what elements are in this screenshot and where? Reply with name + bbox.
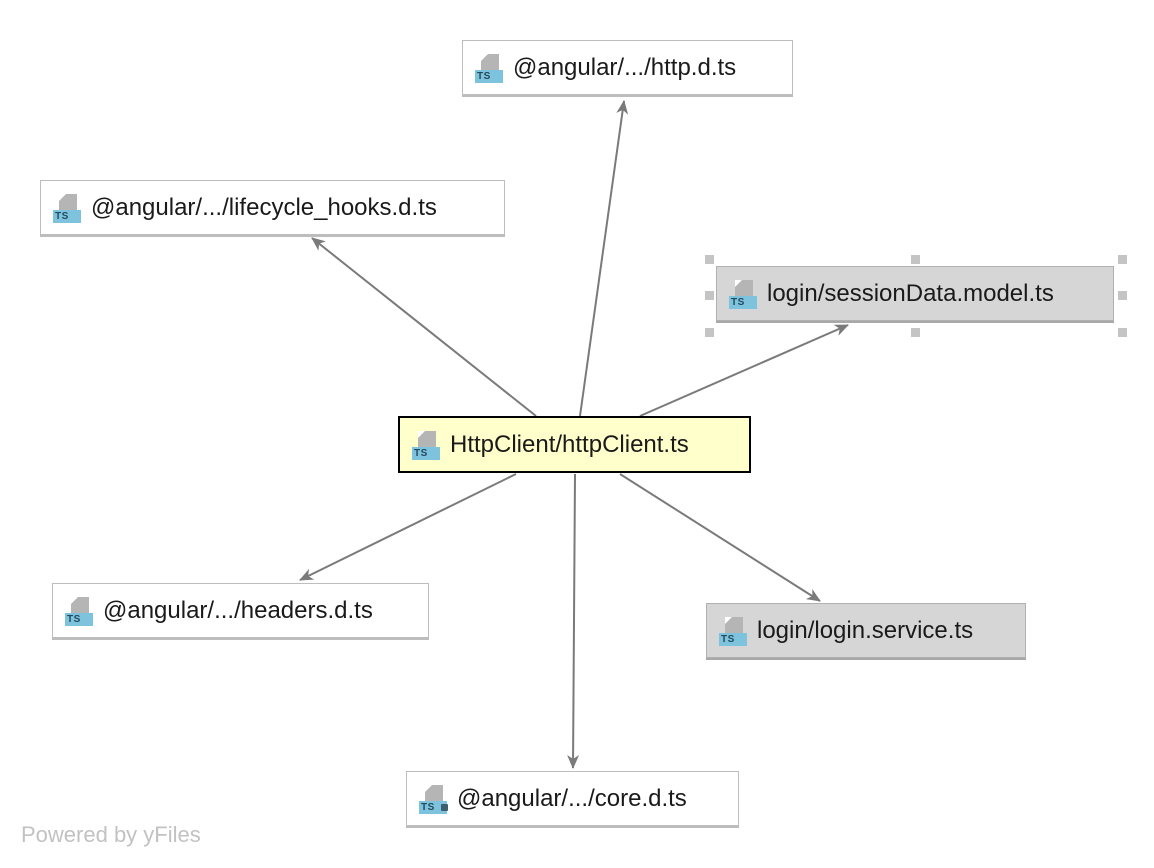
- node-lifecycle-hooks-d-ts[interactable]: TS @angular/.../lifecycle_hooks.d.ts: [40, 180, 505, 235]
- edge-client-to-headers: [299, 473, 517, 581]
- typescript-file-icon: TS: [475, 52, 505, 84]
- node-label: @angular/.../headers.d.ts: [103, 596, 373, 624]
- selection-handle[interactable]: [911, 255, 920, 264]
- node-label: HttpClient/httpClient.ts: [450, 430, 689, 458]
- typescript-file-icon: TS: [65, 595, 95, 627]
- edge-client-to-lifecycle: [311, 237, 537, 417]
- node-session-data-model-ts[interactable]: TS login/sessionData.model.ts: [716, 266, 1114, 321]
- node-label: @angular/.../lifecycle_hooks.d.ts: [91, 193, 437, 221]
- node-headers-d-ts[interactable]: TS @angular/.../headers.d.ts: [52, 583, 429, 638]
- node-http-d-ts[interactable]: TS @angular/.../http.d.ts: [462, 40, 793, 95]
- edge-client-to-core: [567, 473, 580, 769]
- selection-handle[interactable]: [705, 255, 714, 264]
- selection-handle[interactable]: [705, 291, 714, 300]
- edge-client-to-session: [639, 324, 849, 417]
- yfiles-watermark: Powered by yFiles: [21, 822, 201, 847]
- node-core-d-ts[interactable]: TS @angular/.../core.d.ts: [406, 771, 739, 826]
- node-label: @angular/.../http.d.ts: [513, 53, 737, 81]
- typescript-file-icon: TS: [53, 192, 83, 224]
- node-label: @angular/.../core.d.ts: [457, 784, 687, 812]
- typescript-file-icon: TS: [719, 615, 749, 647]
- edge-client-to-http: [579, 100, 629, 417]
- node-label: login/sessionData.model.ts: [767, 279, 1054, 307]
- typescript-file-icon: TS: [729, 278, 759, 310]
- edge-client-to-login-service: [619, 473, 821, 602]
- selection-handle[interactable]: [1118, 291, 1127, 300]
- node-http-client-ts[interactable]: TS HttpClient/httpClient.ts: [398, 416, 751, 473]
- node-label: login/login.service.ts: [757, 616, 974, 644]
- selection-handle[interactable]: [1118, 328, 1127, 337]
- selection-handle[interactable]: [911, 328, 920, 337]
- selection-handle[interactable]: [705, 328, 714, 337]
- node-login-service-ts[interactable]: TS login/login.service.ts: [706, 603, 1026, 658]
- selection-handle[interactable]: [1118, 255, 1127, 264]
- typescript-locked-file-icon: TS: [419, 783, 449, 815]
- typescript-file-icon: TS: [412, 429, 442, 461]
